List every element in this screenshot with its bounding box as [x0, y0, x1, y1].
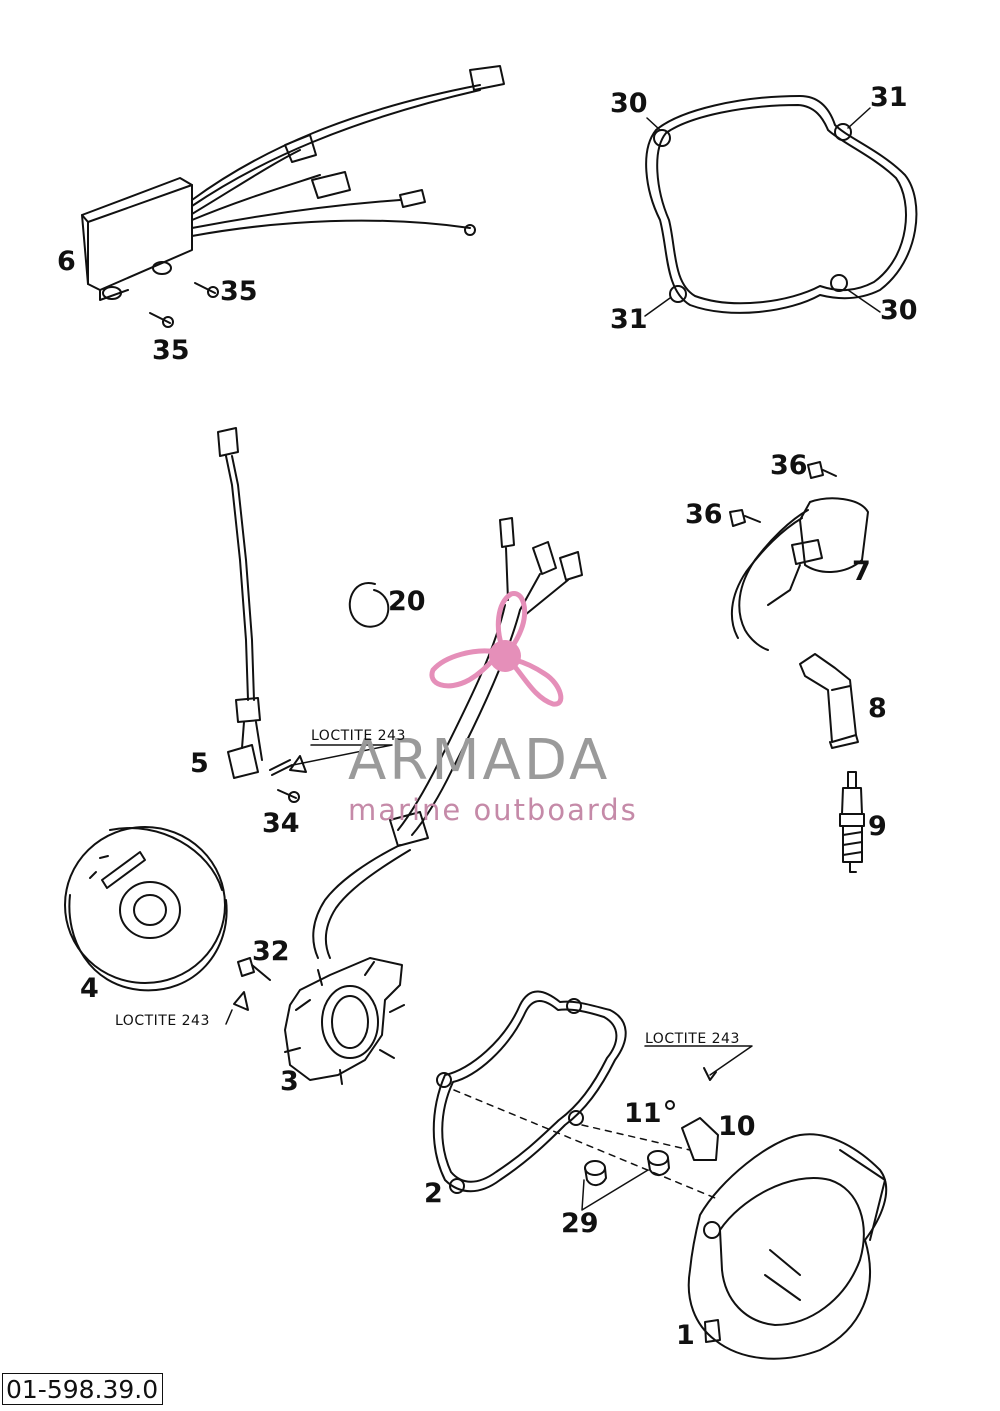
propeller-icon	[429, 591, 564, 707]
part-label-30: 30	[880, 295, 918, 326]
watermark-title: ARMADA	[348, 728, 611, 793]
cdi-unit	[81, 65, 505, 301]
cover-bracket	[665, 1067, 719, 1161]
part-label-8: 8	[868, 693, 887, 724]
part-label-1: 1	[676, 1320, 695, 1351]
part-label-35: 35	[152, 335, 190, 366]
part-label-3: 3	[280, 1066, 299, 1097]
pickup-sensor	[217, 427, 307, 803]
part-label-6: 6	[57, 246, 76, 277]
part-label-32: 32	[252, 936, 290, 967]
flywheel	[64, 826, 228, 992]
stator	[284, 957, 405, 1085]
part-label-10: 10	[718, 1111, 756, 1142]
part-label-31: 31	[870, 82, 908, 113]
lower-gasket	[432, 990, 627, 1194]
part-label-2: 2	[424, 1178, 443, 1209]
part-label-5: 5	[190, 748, 209, 779]
loctite-note: LOCTITE 243	[645, 1031, 740, 1047]
ignition-cover	[687, 1133, 888, 1360]
loctite-note: LOCTITE 243	[115, 1013, 210, 1029]
part-label-34: 34	[262, 808, 300, 839]
assembly-lines	[453, 1089, 721, 1201]
loctite-note: LOCTITE 243	[311, 728, 406, 744]
spark-plug	[839, 771, 865, 873]
drawing-code: 01-598.39.0	[2, 1373, 164, 1405]
part-label-20: 20	[388, 586, 426, 617]
ignition-coil	[729, 461, 869, 651]
part-label-31: 31	[610, 304, 648, 335]
part-label-35: 35	[220, 276, 258, 307]
watermark-subtitle: marine outboards	[348, 793, 638, 827]
part-label-30: 30	[610, 88, 648, 119]
cable-clamp	[348, 582, 390, 628]
part-label-36: 36	[685, 499, 723, 530]
stator-screw	[233, 957, 271, 1011]
dowel-sleeves	[584, 1150, 670, 1186]
part-label-29: 29	[561, 1208, 599, 1239]
part-label-36: 36	[770, 450, 808, 481]
part-label-4: 4	[80, 973, 99, 1004]
spark-plug-cap	[799, 653, 859, 749]
part-label-11: 11	[624, 1098, 662, 1129]
upper-gasket	[645, 95, 918, 314]
leader-lines	[225, 107, 881, 1211]
part-label-7: 7	[852, 556, 871, 587]
cdi-screws	[149, 282, 219, 328]
part-label-9: 9	[868, 811, 887, 842]
